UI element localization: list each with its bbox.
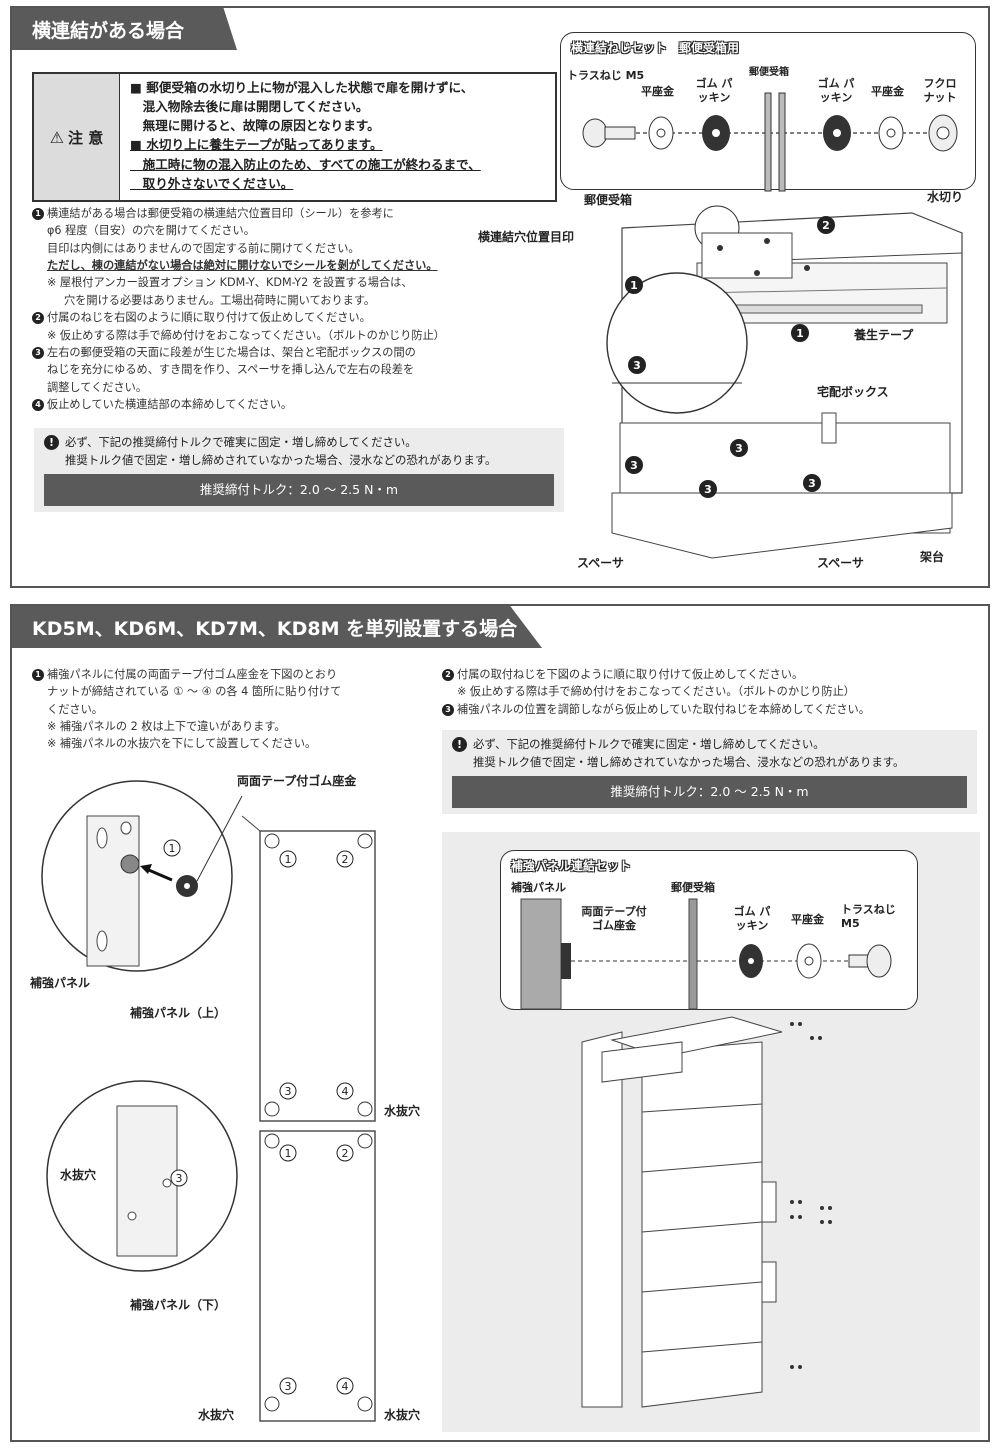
exclamation-icon: ! bbox=[452, 737, 467, 752]
cap-nut-icon bbox=[928, 114, 958, 152]
caution-label: ⚠ 注 意 bbox=[34, 74, 120, 200]
washer-icon bbox=[648, 116, 674, 150]
svg-text:1: 1 bbox=[285, 853, 292, 866]
tape-label: 養生テープ bbox=[854, 328, 914, 342]
drain-hole-label: 水抜穴 bbox=[198, 1408, 235, 1422]
section-horizontal-connection: 横連結がある場合 ⚠ 注 意 ■ 郵便受箱の水切り上に物が混入した状態で扉を開け… bbox=[10, 6, 990, 588]
svg-text:3: 3 bbox=[630, 459, 638, 472]
washer-label: 両面テープ付ゴム座金 bbox=[237, 774, 357, 788]
section-title: KD5M、KD6M、KD7M、KD8M を単列設置する場合 bbox=[12, 606, 542, 648]
rubber-packing-icon bbox=[702, 115, 730, 151]
drain-hole-label: 水抜穴 bbox=[60, 1168, 97, 1182]
assembly-view-area: 補強パネル連結セット 補強パネル 両面テープ付 ゴム座金 郵便受箱 ゴム パッキ… bbox=[442, 832, 980, 1432]
hole-mark-label: 横連結穴位置目印 bbox=[478, 230, 575, 244]
caution-box: ⚠ 注 意 ■ 郵便受箱の水切り上に物が混入した状態で扉を開けずに、 混入物除去… bbox=[32, 72, 557, 202]
callout-title: 補強パネル連結セット bbox=[511, 859, 632, 873]
drain-hole-label: 水抜穴 bbox=[384, 1104, 421, 1118]
warning-triangle-icon: ⚠ bbox=[49, 127, 65, 147]
svg-text:1: 1 bbox=[796, 327, 804, 340]
step-number: 1 bbox=[32, 208, 44, 220]
horizontal-connection-illustration: 1 1 2 3 3 3 3 3 bbox=[606, 205, 963, 559]
step-marker-icon: 1 1 2 3 3 3 3 3 bbox=[625, 216, 835, 498]
panel-set-callout: 補強パネル連結セット 補強パネル 両面テープ付 ゴム座金 郵便受箱 ゴム パッキ… bbox=[500, 850, 918, 1010]
truss-screw-icon bbox=[848, 944, 892, 978]
drain-label: 水切り bbox=[927, 190, 964, 204]
panel-bottom-label: 補強パネル（下） bbox=[130, 1298, 227, 1312]
svg-text:2: 2 bbox=[822, 219, 830, 232]
mailbox-label: 郵便受箱 bbox=[584, 193, 633, 207]
svg-text:3: 3 bbox=[176, 1172, 183, 1185]
screw-set-illustration bbox=[582, 92, 958, 192]
panel-top-label: 補強パネル（上） bbox=[130, 1006, 227, 1020]
svg-text:3: 3 bbox=[633, 359, 641, 372]
screw-set-callout: 横連結ねじセット 郵便受箱用 トラスねじ M5 平座金 ゴム パッキン 郵便受箱… bbox=[560, 32, 976, 192]
spacer-label: スペーサ bbox=[577, 556, 624, 570]
panel-label: 補強パネル bbox=[30, 976, 91, 990]
svg-text:2: 2 bbox=[342, 1147, 349, 1160]
drain-hole-label: 水抜穴 bbox=[384, 1408, 421, 1422]
delivery-box-label: 宅配ボックス bbox=[817, 385, 889, 399]
rubber-packing-icon bbox=[823, 115, 851, 151]
spacer-label: スペーサ bbox=[817, 556, 864, 570]
washer-icon bbox=[796, 943, 822, 979]
single-row-assembly-illustration bbox=[581, 1016, 832, 1408]
svg-text:3: 3 bbox=[808, 477, 816, 490]
base-label: 架台 bbox=[920, 550, 945, 564]
washer-icon bbox=[878, 116, 904, 150]
section-title: 横連結がある場合 bbox=[12, 8, 237, 50]
exclamation-icon: ! bbox=[44, 435, 59, 450]
torque-value: 推奨締付トルク：2.0 ～ 2.5 N・m bbox=[452, 776, 967, 808]
panel-set-illustration bbox=[520, 898, 892, 1010]
torque-value: 推奨締付トルク：2.0 ～ 2.5 N・m bbox=[44, 474, 554, 506]
svg-text:4: 4 bbox=[342, 1380, 349, 1393]
truss-screw-icon bbox=[582, 118, 636, 148]
svg-text:3: 3 bbox=[735, 442, 743, 455]
torque-warning-box: !必ず、下記の推奨締付トルクで確実に固定・増し締めしてください。 推奨トルク値で… bbox=[442, 730, 977, 814]
mailbox-wall-icon bbox=[764, 92, 786, 192]
reinforcement-panel-illustration: 1 3 1 2 3 4 1 2 3 4 bbox=[41, 780, 376, 1422]
rubber-packing-icon bbox=[739, 944, 763, 978]
svg-text:1: 1 bbox=[169, 842, 176, 855]
torque-warning-box: !必ず、下記の推奨締付トルクで確実に固定・増し締めしてください。 推奨トルク値で… bbox=[34, 428, 564, 512]
svg-text:3: 3 bbox=[285, 1085, 292, 1098]
svg-text:4: 4 bbox=[342, 1085, 349, 1098]
svg-text:3: 3 bbox=[285, 1380, 292, 1393]
svg-text:1: 1 bbox=[630, 279, 638, 292]
svg-text:1: 1 bbox=[285, 1147, 292, 1160]
callout-title: 横連結ねじセット 郵便受箱用 bbox=[571, 41, 740, 55]
svg-text:3: 3 bbox=[704, 483, 712, 496]
caution-text: ■ 郵便受箱の水切り上に物が混入した状態で扉を開けずに、 混入物除去後に扉は開閉… bbox=[130, 80, 481, 191]
svg-text:2: 2 bbox=[342, 853, 349, 866]
